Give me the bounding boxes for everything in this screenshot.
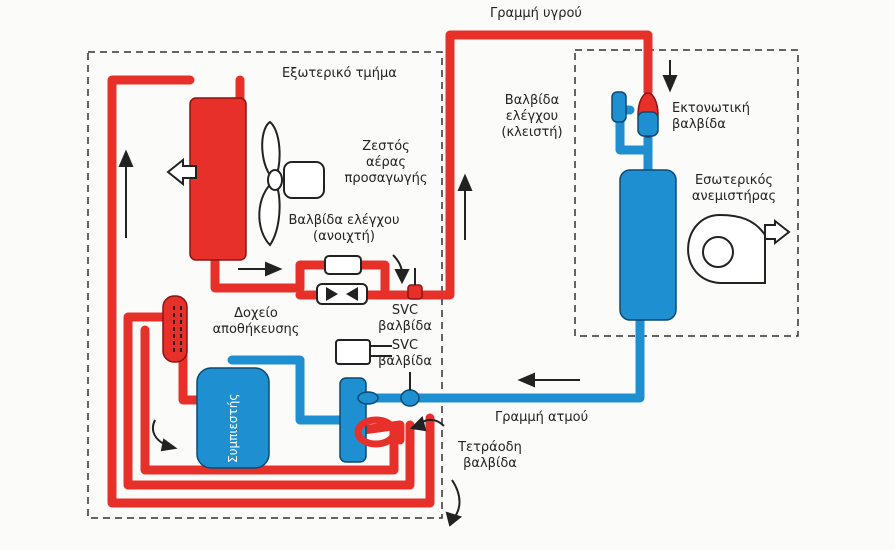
receiver-label: Δοχείο αποθήκευσης [212, 306, 300, 337]
outdoor-section-label: Εξωτερικό τμήμα [282, 66, 397, 81]
svc-valve-liquid-icon [407, 284, 423, 300]
compressor-label: Συμπιεστής [226, 393, 240, 463]
outdoor-coil [189, 97, 247, 261]
four-way-valve-label: Τετράοδη βαλβίδα [458, 440, 522, 471]
expansion-valve-label: Εκτονωτική βαλβίδα [672, 101, 750, 132]
svc-valve-liquid-label: SVC βαλβίδα [378, 303, 432, 334]
indoor-coil [619, 169, 677, 321]
solenoid-icon [335, 339, 371, 365]
svc-valve-vapor-label: SVC βαλβίδα [378, 338, 432, 369]
svc-valve-vapor-icon [400, 389, 420, 407]
suction-vapor-piping [227, 95, 653, 425]
check-valve-open-icon [316, 255, 368, 305]
check-valve-closed-label: Βαλβίδα ελέγχου (κλειστή) [501, 93, 563, 140]
indoor-blower-icon [687, 213, 791, 284]
outdoor-fan-icon [258, 120, 325, 247]
compressor [196, 367, 270, 469]
four-way-valve-body [339, 377, 367, 463]
outdoor-section-border [87, 51, 443, 519]
hot-gas-liquid-piping [107, 30, 653, 508]
vapor-line-label: Γραμμή ατμού [495, 410, 589, 425]
hot-air-arrow-icon [166, 157, 197, 187]
hot-supply-air-label: Ζεστός αέρας προσαγωγής [344, 139, 428, 186]
check-valve-open-label: Βαλβίδα ελέγχου (ανοιχτή) [288, 213, 400, 244]
indoor-fan-label: Εσωτερικός ανεμιστήρας [691, 173, 777, 204]
flow-arrows [118, 60, 678, 527]
indoor-section-border [574, 49, 799, 337]
liquid-line-label: Γραμμή υγρού [490, 6, 582, 21]
